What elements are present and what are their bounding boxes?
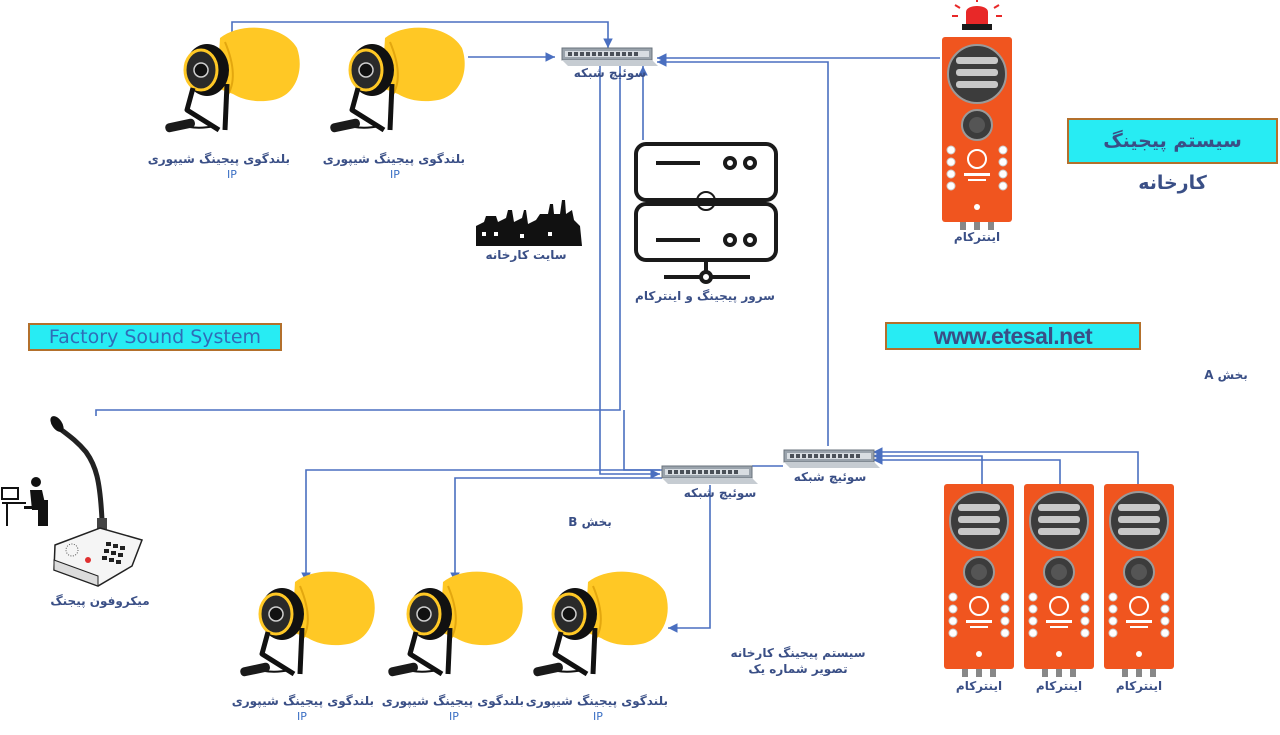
- horn-speaker-top-1: [164, 28, 299, 133]
- switch-label-bottom-left: سوئیچ شبکه: [683, 486, 757, 500]
- paging-microphone-icon: [50, 416, 143, 587]
- title-en-box: Factory Sound System: [28, 323, 282, 351]
- horn-label-bottom-2: بلندگوی پیجینگ شیپوری: [381, 694, 524, 708]
- caption-line-1: سیستم پیجینگ کارخانه: [730, 646, 866, 660]
- section-b-label: بخش B: [568, 515, 612, 529]
- horn-speaker-bottom-3: [532, 572, 667, 677]
- server-icon: [634, 142, 778, 284]
- microphone-label: میکروفون پیجنگ: [50, 594, 150, 608]
- operator-icon: [1, 477, 48, 526]
- title-en: Factory Sound System: [48, 326, 262, 348]
- alarm-beacon-icon: [952, 0, 1002, 30]
- horn-ip-bottom-3: IP: [593, 710, 603, 723]
- factory-icon: [476, 200, 582, 246]
- horn-ip-bottom-2: IP: [449, 710, 459, 723]
- horn-label-bottom-3: بلندگوی پیجینگ شیپوری: [525, 694, 668, 708]
- horn-speaker-bottom-1: [239, 572, 374, 677]
- title-fa-box: سیستم پیجینگ کارخانه: [1067, 118, 1278, 194]
- horn-label-top-1: بلندگوی پیجینگ شیپوری: [147, 152, 290, 166]
- network-switch-bottom-left: [661, 465, 759, 485]
- horn-speaker-top-2: [329, 28, 464, 133]
- intercom-label-bottom-3: اینترکام: [1115, 679, 1163, 693]
- intercom-label-bottom-1: اینترکام: [955, 679, 1003, 693]
- intercom-top: [941, 36, 1013, 231]
- intercom-label-bottom-2: اینترکام: [1035, 679, 1083, 693]
- intercom-bottom-3: [1103, 483, 1175, 678]
- horn-ip-bottom-1: IP: [297, 710, 307, 723]
- intercom-bottom-1: [943, 483, 1015, 678]
- horn-label-bottom-1: بلندگوی پیجینگ شیپوری: [231, 694, 374, 708]
- factory-site-label: سایت کارخانه: [485, 248, 567, 262]
- horn-label-top-2: بلندگوی پیجینگ شیپوری: [322, 152, 465, 166]
- connection-lines: [95, 21, 1139, 633]
- section-a-label: بخش A: [1204, 368, 1248, 382]
- intercom-bottom-2: [1023, 483, 1095, 678]
- server-label: سرور پیجینگ و اینترکام: [635, 289, 775, 303]
- website-box: www.etesal.net: [885, 322, 1141, 350]
- horn-ip-top-1: IP: [227, 168, 237, 181]
- switch-label-bottom-right: سوئیچ شبکه: [793, 470, 867, 484]
- horn-ip-top-2: IP: [390, 168, 400, 181]
- network-switch-top: [561, 47, 659, 67]
- caption-line-2: تصویر شماره یک: [748, 662, 848, 676]
- website-link[interactable]: www.etesal.net: [933, 323, 1093, 349]
- intercom-label-top: اینترکام: [953, 230, 1001, 244]
- title-fa: سیستم پیجینگ کارخانه: [1103, 130, 1242, 194]
- network-switch-bottom-right: [783, 449, 881, 469]
- horn-speaker-bottom-2: [387, 572, 522, 677]
- switch-label-top: سوئیچ شبکه: [573, 66, 647, 80]
